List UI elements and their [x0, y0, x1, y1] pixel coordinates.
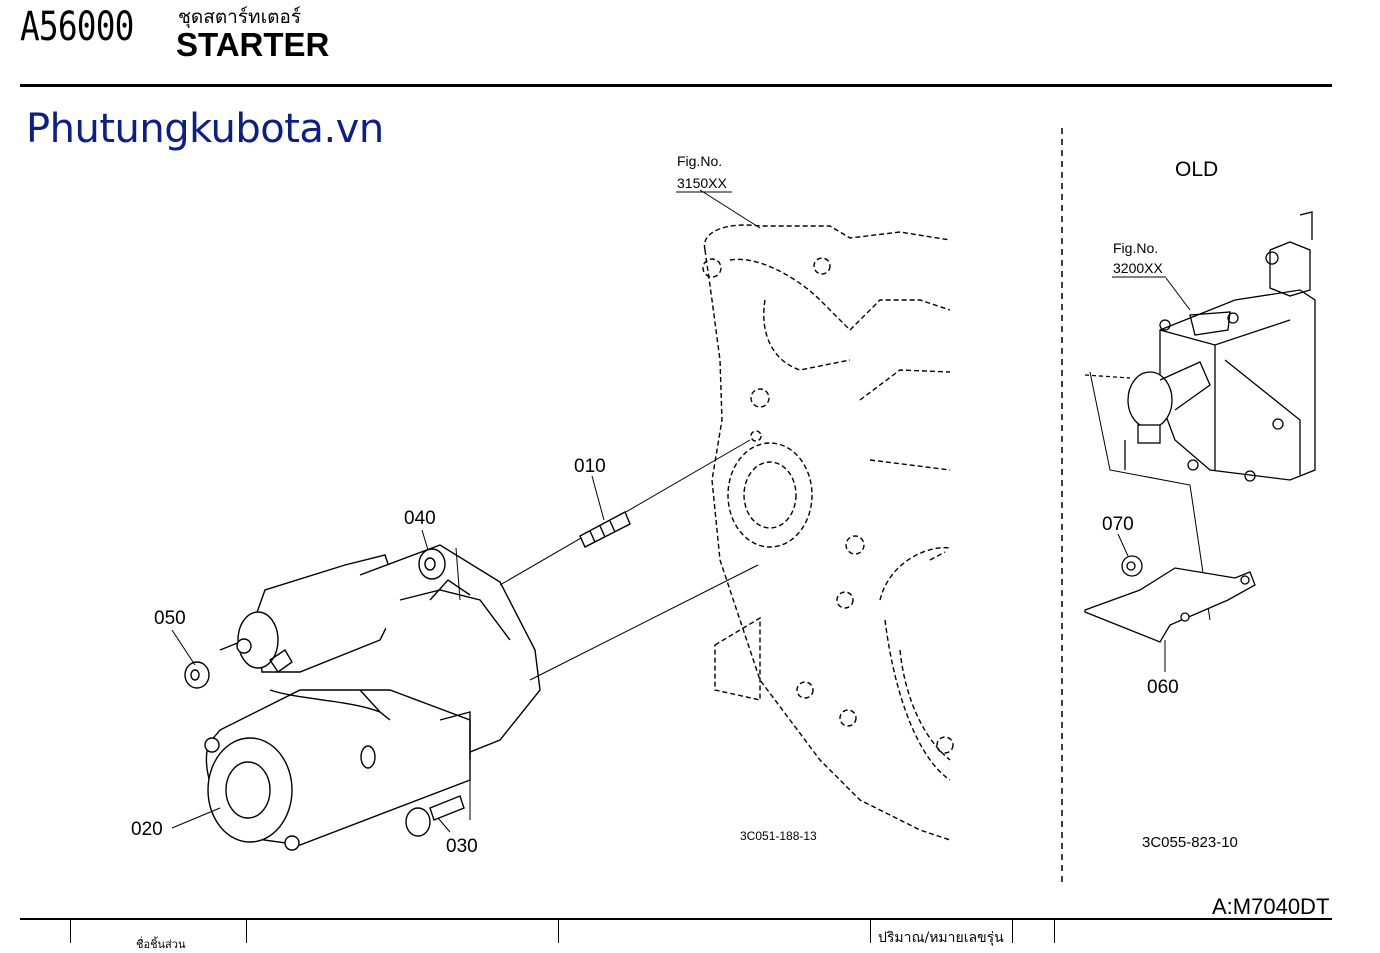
callout-020: 020	[131, 819, 163, 840]
table-col-divider	[246, 918, 247, 943]
watermark-text: Phutungkubota.vn	[26, 106, 384, 152]
table-col-divider	[1054, 918, 1055, 943]
stud-010	[579, 511, 631, 548]
drawing-no-main: 3C051-188-13	[740, 829, 817, 843]
callout-030: 030	[446, 836, 478, 857]
table-header-qty: ปริมาณ/หมายเลขรุ่น	[878, 930, 1004, 946]
fig-no-main: 3150XX	[677, 175, 727, 191]
callout-010: 010	[574, 456, 606, 477]
bolt-030	[405, 795, 465, 837]
callout-060: 060	[1147, 677, 1179, 698]
nut-070	[1121, 555, 1143, 577]
nut-040	[418, 548, 446, 580]
nut-050	[184, 661, 210, 689]
table-col-divider	[70, 918, 71, 943]
table-col-divider	[1012, 918, 1013, 943]
table-header-name: ชื่อชิ้นส่วน	[136, 938, 186, 951]
model-label: A:M7040DT	[1212, 894, 1330, 919]
callout-070: 070	[1102, 514, 1134, 535]
callout-050: 050	[154, 608, 186, 629]
page-title-thai: ชุดสตาร์ทเตอร์	[178, 6, 302, 28]
gear-case-drawing	[702, 224, 954, 841]
bracket-060	[1084, 567, 1256, 643]
fig-label-main: Fig.No.	[677, 153, 722, 169]
injection-pump-drawing	[1084, 211, 1316, 621]
page-title: STARTER	[176, 26, 330, 63]
old-section-title: OLD	[1175, 158, 1218, 181]
drawing-no-old: 3C055-823-10	[1142, 834, 1238, 851]
callout-leaders	[171, 189, 761, 833]
table-col-divider	[870, 918, 871, 943]
table-col-divider	[558, 918, 559, 943]
header-rule	[20, 84, 1332, 87]
page-code: A56000	[20, 4, 134, 50]
parts-table-top-rule	[20, 918, 1332, 920]
starter-motor-drawing	[204, 439, 759, 851]
callout-040: 040	[404, 508, 436, 529]
fig-label-old: Fig.No.	[1113, 240, 1158, 256]
fig-no-old: 3200XX	[1113, 260, 1163, 276]
